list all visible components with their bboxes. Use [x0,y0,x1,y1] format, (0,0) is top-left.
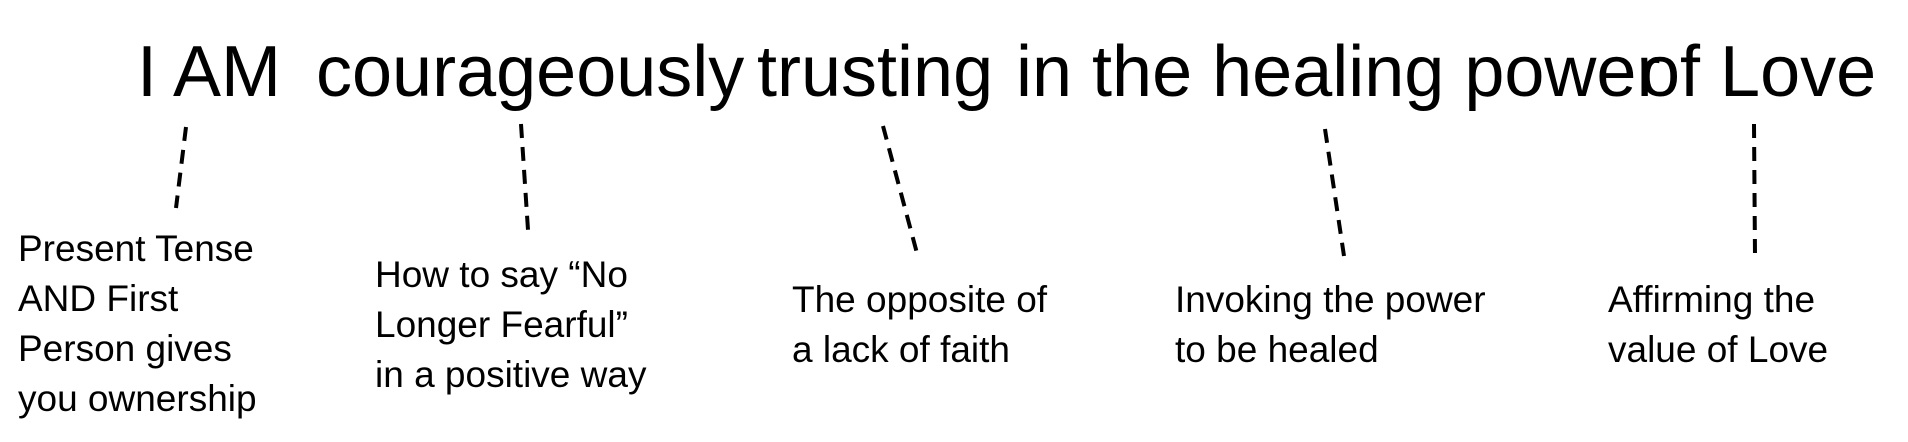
phrase-in-the-healing-power: in the healing power [1016,32,1661,112]
connector-i-am [174,126,188,209]
connector-courageously [519,123,530,231]
annotation-present-tense: Present Tense AND First Person gives you… [18,228,257,419]
annotation-opposite-of-lack-of-faith: The opposite of a lack of faith [792,279,1048,370]
annotation-invoking-power: Invoking the power to be healed [1175,279,1486,370]
connector-in-the-healing-power [1323,128,1346,257]
annotation-affirming-love: Affirming the value of Love [1608,279,1829,370]
connector-trusting [881,125,920,258]
connector-of-love [1752,123,1757,257]
phrase-i-am: I AM [137,32,282,112]
annotation-no-longer-fearful: How to say “No Longer Fearful” in a posi… [375,254,647,395]
phrase-courageously: courageously [316,32,745,112]
phrase-of-love: of Love [1640,32,1877,112]
phrase-trusting: trusting [757,32,994,112]
